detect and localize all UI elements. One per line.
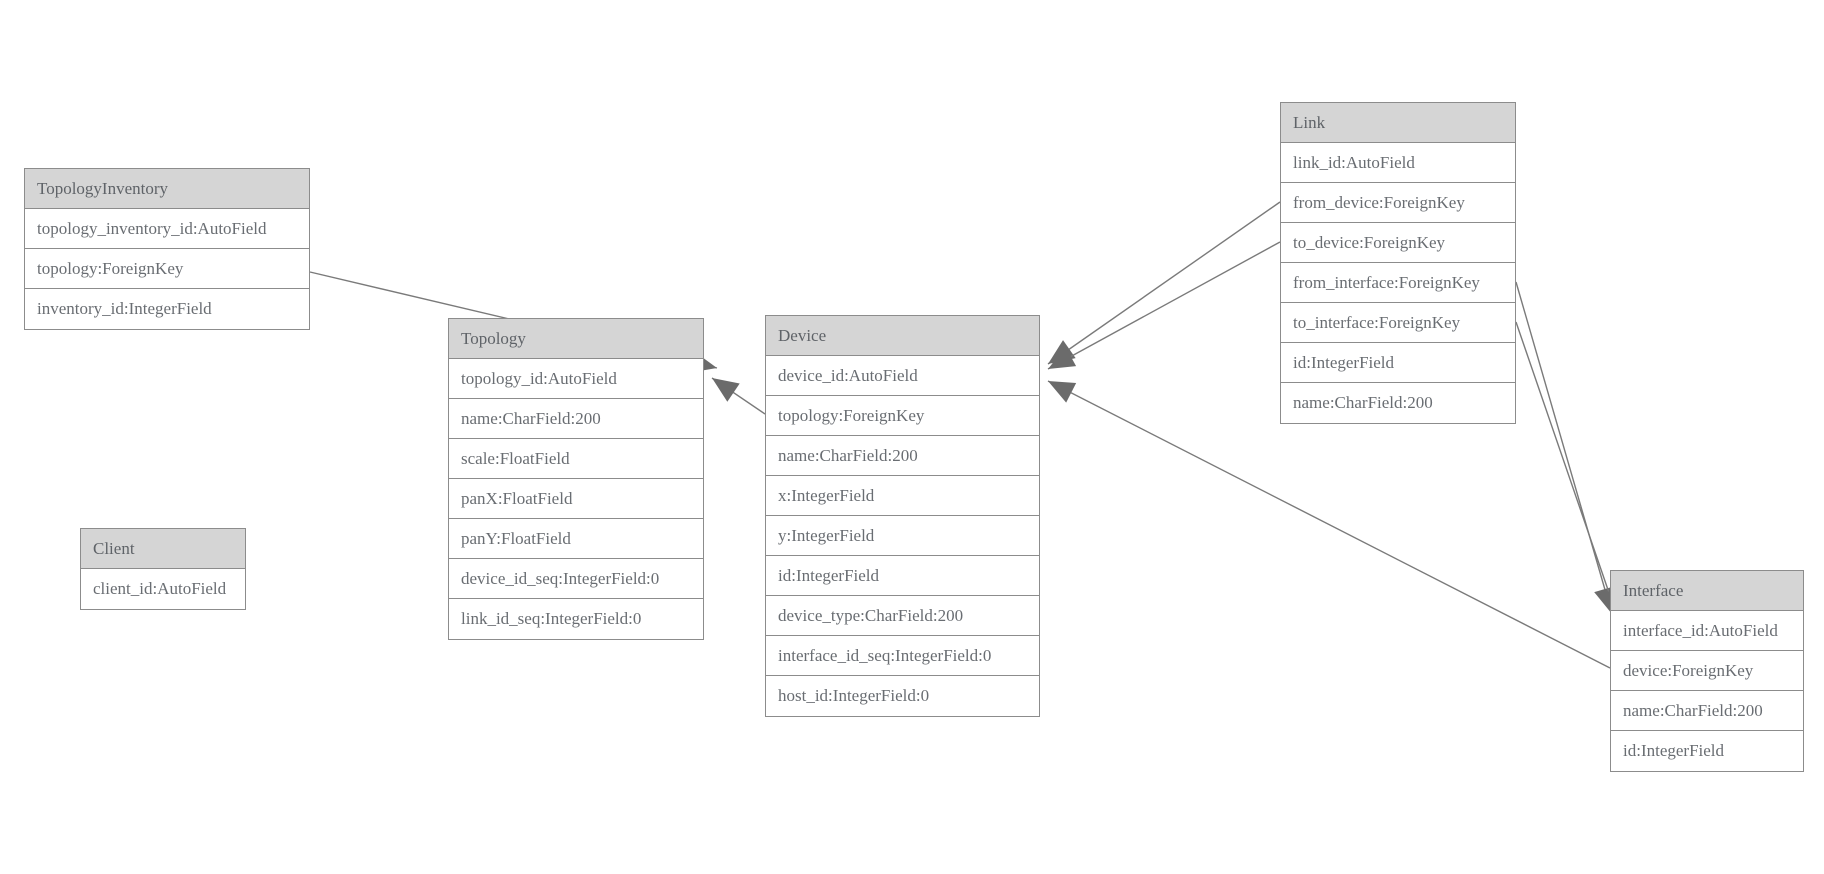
- entity-field-row: id:IntegerField: [1611, 731, 1803, 771]
- relationship-arrowhead: [712, 378, 740, 402]
- entity-field-row: topology_inventory_id:AutoField: [25, 209, 309, 249]
- relationship-line: [711, 377, 766, 415]
- entity-field-row: panY:FloatField: [449, 519, 703, 559]
- relationship-arrowhead: [1048, 381, 1077, 403]
- entity-field-row: y:IntegerField: [766, 516, 1039, 556]
- entity-title: Device: [766, 316, 1039, 356]
- entity-field-row: id:IntegerField: [1281, 343, 1515, 383]
- entity-field-row: interface_id:AutoField: [1611, 611, 1803, 651]
- entity-field-row: link_id:AutoField: [1281, 143, 1515, 183]
- entity-field-row: inventory_id:IntegerField: [25, 289, 309, 329]
- entity-field-row: device_id:AutoField: [766, 356, 1039, 396]
- entity-field-row: device:ForeignKey: [1611, 651, 1803, 691]
- entity-field-row: topology_id:AutoField: [449, 359, 703, 399]
- entity-field-row: device_type:CharField:200: [766, 596, 1039, 636]
- relationship-line: [1515, 321, 1618, 617]
- relationship-line: [1047, 241, 1281, 370]
- entity-field-row: client_id:AutoField: [81, 569, 245, 609]
- entity-field-row: device_id_seq:IntegerField:0: [449, 559, 703, 599]
- relationship-line: [1047, 380, 1611, 669]
- entity-field-row: to_interface:ForeignKey: [1281, 303, 1515, 343]
- relationship-line: [1047, 201, 1281, 365]
- entity-field-row: to_device:ForeignKey: [1281, 223, 1515, 263]
- entity-field-row: id:IntegerField: [766, 556, 1039, 596]
- entity-topology-inventory[interactable]: TopologyInventory topology_inventory_id:…: [24, 168, 310, 330]
- entity-field-row: from_interface:ForeignKey: [1281, 263, 1515, 303]
- entity-field-row: name:CharField:200: [1611, 691, 1803, 731]
- entity-field-row: interface_id_seq:IntegerField:0: [766, 636, 1039, 676]
- entity-field-row: from_device:ForeignKey: [1281, 183, 1515, 223]
- relationship-arrowhead: [1048, 340, 1076, 364]
- entity-field-row: host_id:IntegerField:0: [766, 676, 1039, 716]
- entity-field-row: x:IntegerField: [766, 476, 1039, 516]
- relationship-arrowhead: [1048, 346, 1077, 369]
- entity-title: TopologyInventory: [25, 169, 309, 209]
- entity-field-row: topology:ForeignKey: [766, 396, 1039, 436]
- entity-field-row: panX:FloatField: [449, 479, 703, 519]
- entity-field-row: name:CharField:200: [449, 399, 703, 439]
- entity-title: Link: [1281, 103, 1515, 143]
- relationship-line: [1515, 281, 1613, 615]
- entity-field-row: name:CharField:200: [766, 436, 1039, 476]
- entity-field-row: link_id_seq:IntegerField:0: [449, 599, 703, 639]
- entity-title: Client: [81, 529, 245, 569]
- entity-field-row: scale:FloatField: [449, 439, 703, 479]
- entity-client[interactable]: Client client_id:AutoField: [80, 528, 246, 610]
- entity-title: Interface: [1611, 571, 1803, 611]
- entity-title: Topology: [449, 319, 703, 359]
- entity-field-row: name:CharField:200: [1281, 383, 1515, 423]
- entity-field-row: topology:ForeignKey: [25, 249, 309, 289]
- entity-field-list: client_id:AutoField: [81, 569, 245, 609]
